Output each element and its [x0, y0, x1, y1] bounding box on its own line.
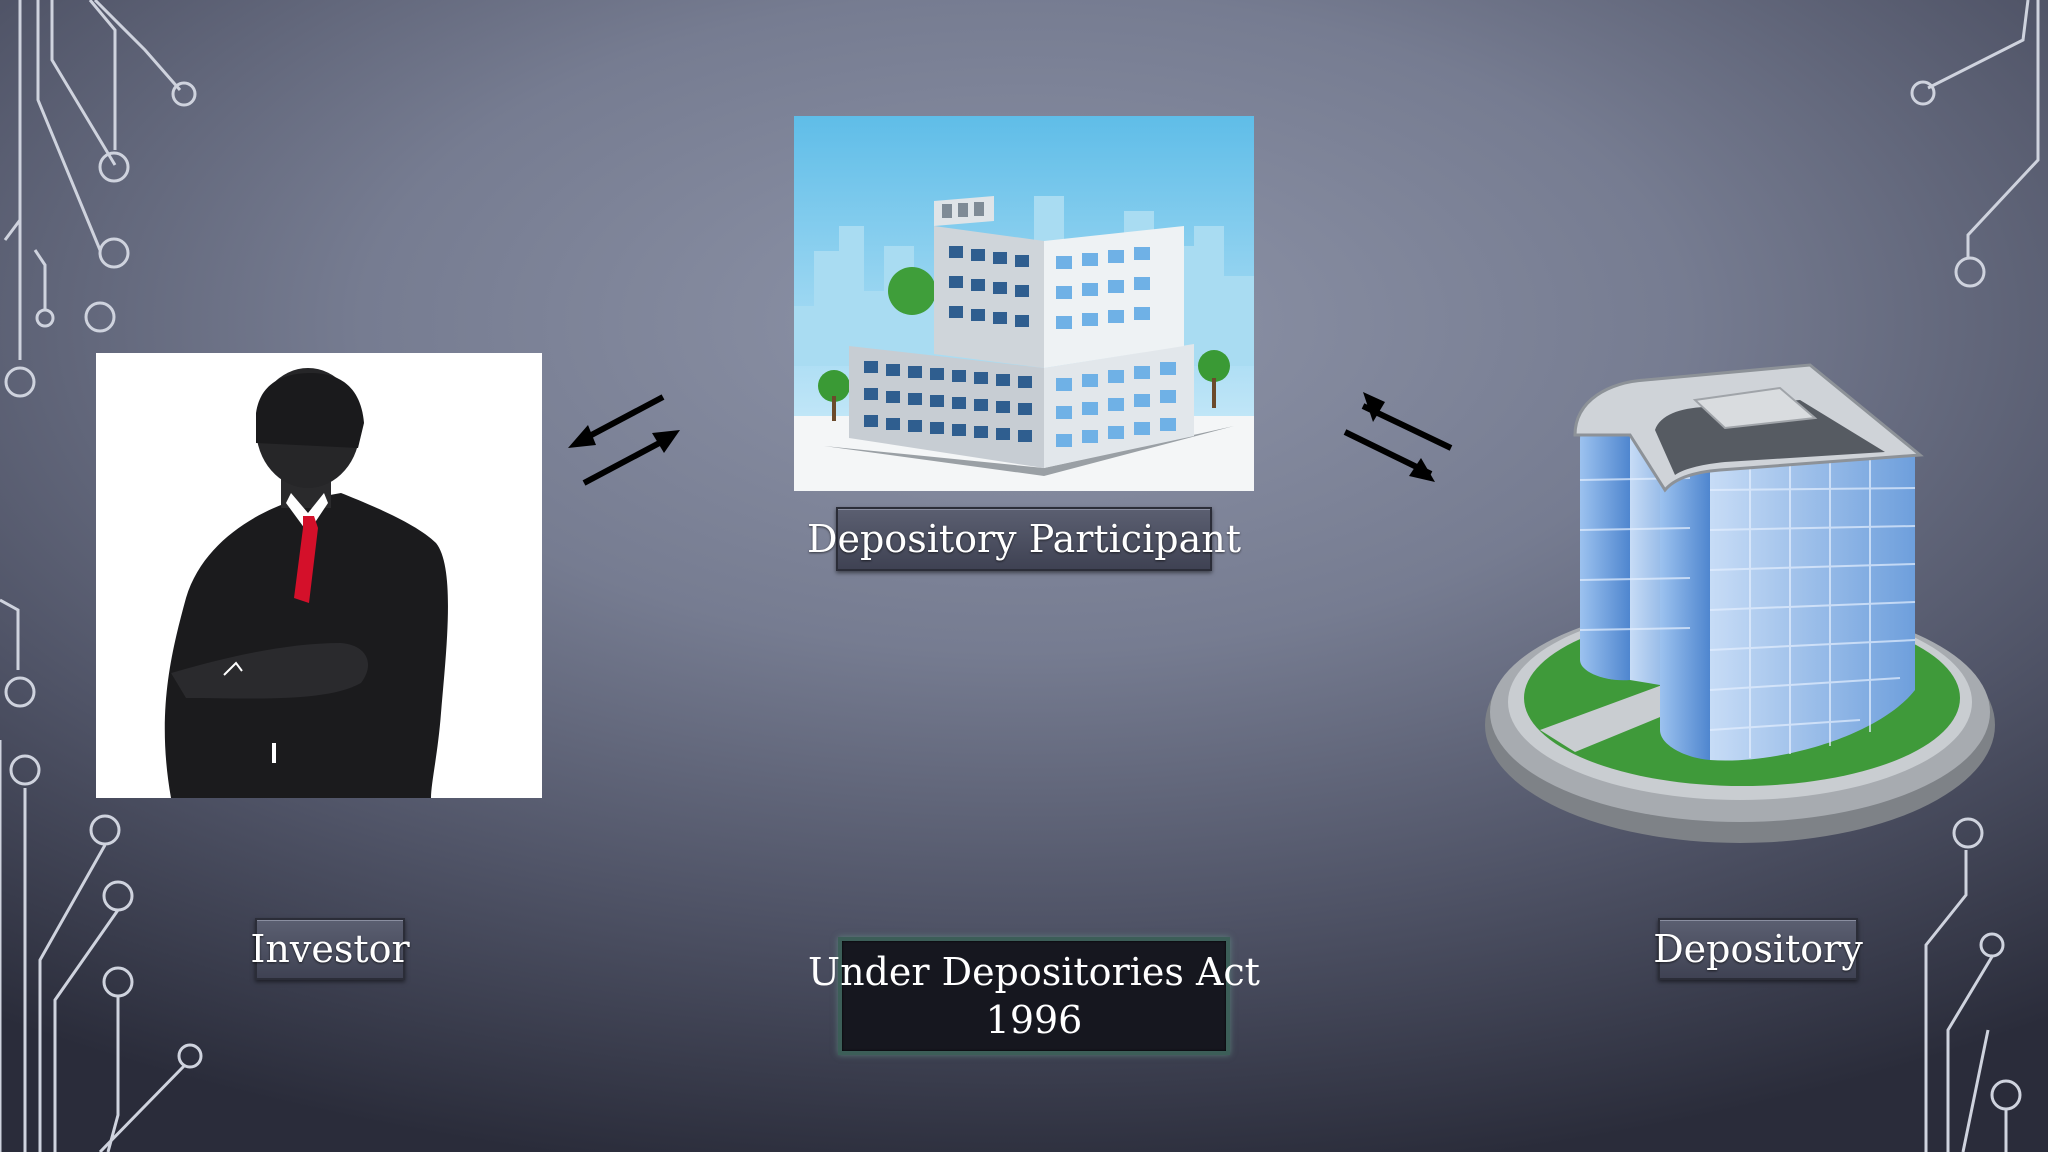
investor-label: Investor [250, 918, 410, 980]
circuit-decoration-right [1910, 0, 2040, 1152]
businessman-silhouette-icon [164, 368, 448, 798]
act-title: Under Depositories Act [808, 950, 1260, 994]
arrow-left-icon [1363, 392, 1385, 422]
tie-icon [294, 516, 318, 603]
act-reference-box: Under Depositories Act 1996 [808, 937, 1260, 1055]
bidirectional-arrow-investor-participant [568, 394, 680, 486]
bidirectional-arrow-participant-depository [1343, 392, 1453, 482]
arrow-left-icon [568, 425, 596, 448]
depository-building-icon [1485, 363, 1995, 843]
depository-participant-label: Depository Participant [807, 507, 1241, 571]
circuit-decoration-left [0, 0, 203, 1152]
act-year: 1996 [985, 998, 1083, 1042]
arrow-right-icon [652, 430, 680, 453]
office-building-icon [794, 116, 1254, 491]
arrow-right-icon [1409, 458, 1435, 482]
depository-label: Depository [1653, 918, 1863, 980]
investor-image [96, 353, 542, 798]
depository-participant-image [794, 116, 1254, 491]
